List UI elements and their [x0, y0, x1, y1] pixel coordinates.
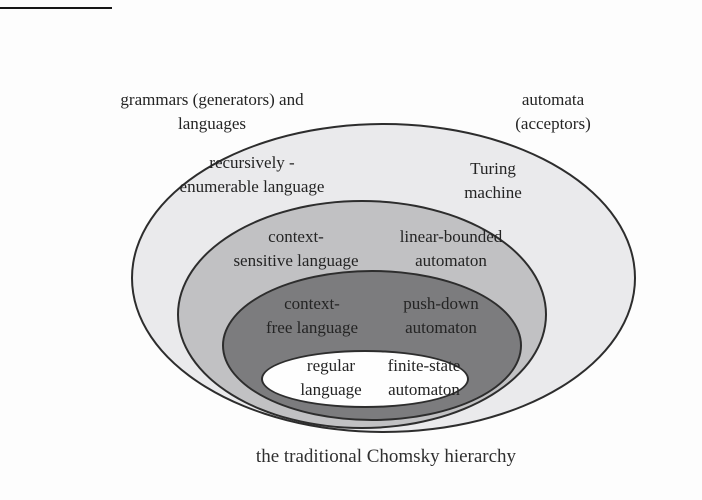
turing-machine-line2: machine — [464, 183, 522, 202]
fsa-line2: automaton — [388, 380, 460, 399]
grammars-column-header: grammars (generators) and languages — [120, 88, 303, 136]
regular-language-line2: language — [300, 380, 362, 399]
ellipse-context-free — [222, 270, 522, 421]
pda-line2: automaton — [405, 318, 477, 337]
ellipse-regular — [261, 350, 469, 408]
label-recursively-enumerable-language: recursively - enumerable language — [180, 151, 325, 199]
lba-line2: automaton — [415, 251, 487, 270]
turing-machine-line1: Turing — [470, 159, 516, 178]
label-turing-machine: Turing machine — [464, 157, 522, 205]
label-linear-bounded-automaton: linear-bounded automaton — [400, 225, 503, 273]
cf-language-line2: free language — [265, 318, 359, 337]
grammars-header-line2: languages — [178, 114, 246, 133]
label-finite-state-automaton: finite-state automaton — [388, 354, 461, 402]
scan-artifact-line — [0, 7, 112, 9]
pda-line1: push-down — [403, 294, 479, 313]
cs-language-line2: sensitive language — [233, 251, 359, 270]
label-context-sensitive-language: context- sensitive language — [233, 225, 358, 273]
grammars-header-line1: grammars (generators) and — [120, 90, 304, 109]
cf-language-line1: context- — [284, 294, 340, 313]
cs-language-line1: context- — [268, 227, 324, 246]
automata-header-line2: (acceptors) — [515, 114, 591, 133]
re-language-line2: enumerable language — [179, 177, 325, 196]
fsa-line1: finite-state — [387, 356, 461, 375]
figure-caption: the traditional Chomsky hierarchy — [255, 446, 517, 467]
label-context-free-language: context- free language — [266, 292, 358, 340]
automata-column-header: automata (acceptors) — [515, 88, 591, 136]
regular-language-line1: regular — [306, 356, 356, 375]
label-regular-language: regular language — [300, 354, 361, 402]
lba-line1: linear-bounded — [399, 227, 503, 246]
re-language-line1: recursively - — [209, 153, 295, 172]
label-push-down-automaton: push-down automaton — [403, 292, 479, 340]
automata-header-line1: automata — [521, 90, 585, 109]
